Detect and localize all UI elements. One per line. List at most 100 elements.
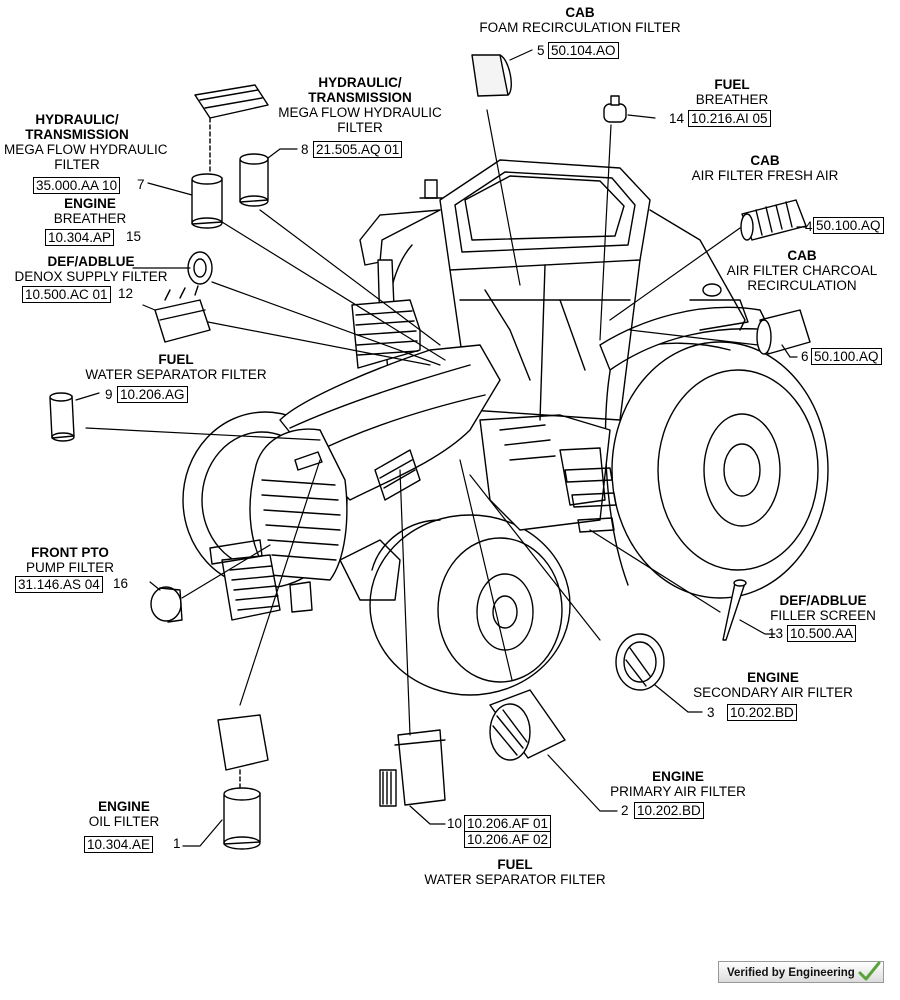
callout-9-number: 9 — [105, 387, 113, 402]
callout-6-description-line2: RECIRCULATION — [747, 278, 857, 293]
callout-3-label: ENGINE SECONDARY AIR FILTER — [676, 670, 870, 700]
callout-4-number: 4 — [805, 219, 813, 234]
tractor-body — [182, 159, 829, 696]
callout-10-description: WATER SEPARATOR FILTER — [424, 872, 606, 887]
callout-1-category: ENGINE — [98, 799, 150, 814]
callout-15-description: BREATHER — [53, 211, 127, 226]
callout-12-description: DENOX SUPPLY FILTER — [14, 269, 168, 284]
callout-13-category: DEF/ADBLUE — [779, 593, 867, 608]
callout-16-label: FRONT PTO PUMP FILTER — [14, 545, 126, 575]
callout-9-description: WATER SEPARATOR FILTER — [85, 367, 267, 382]
callout-1-label: ENGINE OIL FILTER — [76, 799, 172, 829]
fuel-water-separator-9-part — [49, 392, 75, 442]
callout-14-category: FUEL — [714, 77, 750, 92]
verified-text: Verified by Engineering — [727, 967, 855, 979]
callout-1-description: OIL FILTER — [88, 814, 160, 829]
callout-7-description-line1: MEGA FLOW HYDRAULIC — [4, 142, 168, 157]
fuel-water-separator-10-part — [379, 729, 446, 807]
callout-6-category: CAB — [787, 248, 817, 263]
callout-14-description: BREATHER — [695, 92, 769, 107]
callout-12-category: DEF/ADBLUE — [47, 254, 135, 269]
denox-supply-filter-part — [154, 285, 211, 343]
leader-lines — [75, 49, 807, 847]
callout-8-category-line2: TRANSMISSION — [308, 90, 412, 105]
callout-12-code: 10.500.AC 01 — [22, 286, 111, 303]
engine-breather-part — [187, 251, 213, 285]
callout-4-code: 50.100.AQ — [813, 217, 884, 234]
callout-2-code: 10.202.BD — [634, 802, 704, 819]
callout-7-code: 35.000.AA 10 — [33, 177, 121, 194]
callout-16-code: 31.146.AS 04 — [15, 576, 103, 593]
callout-8-number: 8 — [301, 142, 309, 157]
callout-13-label: DEF/ADBLUE FILLER SCREEN — [756, 593, 890, 623]
callout-10-number: 10 — [447, 816, 463, 831]
front-pto-filter-part — [150, 586, 183, 623]
callout-2-number: 2 — [621, 803, 629, 818]
callout-8-code: 21.505.AQ 01 — [313, 141, 403, 158]
callout-9-code: 10.206.AG — [117, 386, 188, 403]
callout-16-category: FRONT PTO — [31, 545, 109, 560]
callout-14-number: 14 — [669, 111, 685, 126]
verified-badge: Verified by Engineering — [718, 961, 884, 983]
callout-8-description-line2: FILTER — [337, 120, 383, 135]
callout-5-description: FOAM RECIRCULATION FILTER — [479, 20, 681, 35]
callout-3-number: 3 — [707, 705, 715, 720]
callout-4-label: CAB AIR FILTER FRESH AIR — [680, 153, 850, 183]
callout-9-category: FUEL — [158, 352, 194, 367]
callout-12-label: DEF/ADBLUE DENOX SUPPLY FILTER — [3, 254, 179, 284]
foam-recirculation-filter-part — [471, 54, 512, 97]
def-filler-screen-part — [722, 579, 747, 641]
callout-10-code-1: 10.206.AF 01 — [464, 815, 552, 832]
callout-6-code: 50.100.AQ — [811, 348, 882, 365]
callout-8-label: HYDRAULIC/ TRANSMISSION MEGA FLOW HYDRAU… — [262, 75, 458, 135]
cab-fresh-air-filter-part — [740, 199, 807, 241]
callout-7-category-line1: HYDRAULIC/ — [35, 112, 119, 127]
callout-16-number: 16 — [113, 576, 129, 591]
callout-2-label: ENGINE PRIMARY AIR FILTER — [590, 769, 766, 799]
callout-14-label: FUEL BREATHER — [670, 77, 794, 107]
callout-10-category: FUEL — [497, 857, 533, 872]
callout-6-description-line1: AIR FILTER CHARCOAL — [726, 263, 878, 278]
callout-16-description: PUMP FILTER — [25, 560, 114, 575]
callout-3-category: ENGINE — [747, 670, 799, 685]
callout-7-number: 7 — [137, 177, 145, 192]
callout-7-label: HYDRAULIC/ TRANSMISSION MEGA FLOW HYDRAU… — [4, 112, 168, 172]
callout-4-category: CAB — [750, 153, 780, 168]
callout-9-label: FUEL WATER SEPARATOR FILTER — [66, 352, 286, 382]
callout-13-description: FILLER SCREEN — [770, 608, 876, 623]
callout-5-label: CAB FOAM RECIRCULATION FILTER — [470, 5, 690, 35]
hydraulic-filter-8-part — [239, 153, 269, 207]
callout-15-code: 10.304.AP — [45, 229, 115, 246]
callout-14-code: 10.216.AI 05 — [688, 110, 771, 127]
callout-12-number: 12 — [118, 286, 134, 301]
callout-5-number: 5 — [537, 43, 545, 58]
callout-15-label: ENGINE BREATHER — [40, 196, 140, 226]
callout-1-code: 10.304.AE — [84, 836, 154, 853]
callout-2-category: ENGINE — [652, 769, 704, 784]
callout-5-category: CAB — [565, 5, 595, 20]
callout-2-description: PRIMARY AIR FILTER — [610, 784, 746, 799]
callout-13-code: 10.500.AA — [787, 625, 857, 642]
callout-1-number: 1 — [173, 836, 181, 851]
callout-8-description-line1: MEGA FLOW HYDRAULIC — [278, 105, 442, 120]
cab-charcoal-filter-part — [756, 309, 811, 355]
callout-7-description-line2: FILTER — [54, 157, 100, 172]
callout-7-category-line2: TRANSMISSION — [25, 127, 129, 142]
secondary-air-filter-part — [615, 633, 665, 691]
callout-13-number: 13 — [768, 626, 784, 641]
callout-6-number: 6 — [801, 349, 809, 364]
callout-8-category-line1: HYDRAULIC/ — [318, 75, 402, 90]
callout-10-label: FUEL WATER SEPARATOR FILTER — [400, 857, 630, 887]
callout-3-code: 10.202.BD — [727, 704, 797, 721]
callout-5-code: 50.104.AO — [548, 42, 619, 59]
callout-6-label: CAB AIR FILTER CHARCOAL RECIRCULATION — [712, 248, 892, 293]
callout-3-description: SECONDARY AIR FILTER — [693, 685, 853, 700]
primary-air-filter-part — [489, 689, 566, 761]
callout-4-description: AIR FILTER FRESH AIR — [691, 168, 839, 183]
callout-10-code-2: 10.206.AF 02 — [464, 831, 552, 848]
engine-oil-filter-part — [217, 714, 269, 850]
callout-15-category: ENGINE — [64, 196, 116, 211]
fuel-breather-part — [603, 95, 627, 123]
